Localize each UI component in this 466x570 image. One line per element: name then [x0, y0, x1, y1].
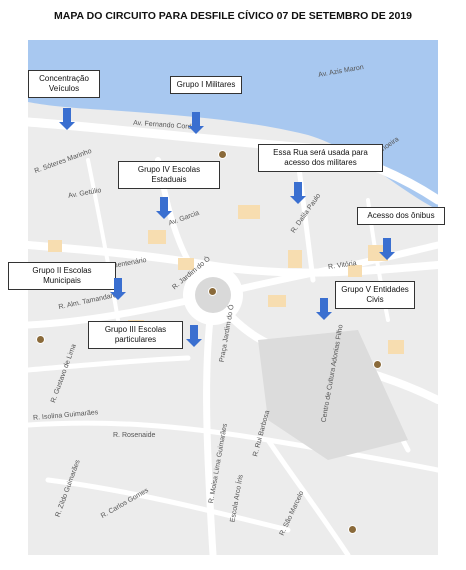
map-base — [28, 40, 438, 555]
poi-marker — [208, 287, 217, 296]
callout-grupo1: Grupo I Militares — [170, 76, 242, 94]
callout-concentracao: Concentração Veículos — [28, 70, 100, 98]
callout-rua-militares: Essa Rua será usada para acesso dos mili… — [258, 144, 383, 172]
callout-grupo2: Grupo II Escolas Municipais — [8, 262, 116, 290]
poi-marker — [36, 335, 45, 344]
callout-acesso-onibus: Acesso dos ônibus — [357, 207, 445, 225]
callout-grupo3: Grupo III Escolas particulares — [88, 321, 183, 349]
poi-marker — [348, 525, 357, 534]
label-r-rosenaide: R. Rosenaide — [113, 432, 156, 439]
poi-marker — [218, 150, 227, 159]
callout-grupo5: Grupo V Entidades Civis — [335, 281, 415, 309]
poi-marker — [373, 360, 382, 369]
callout-grupo4: Grupo IV Escolas Estaduais — [118, 161, 220, 189]
map-title: MAPA DO CIRCUITO PARA DESFILE CÍVICO 07 … — [53, 10, 413, 22]
